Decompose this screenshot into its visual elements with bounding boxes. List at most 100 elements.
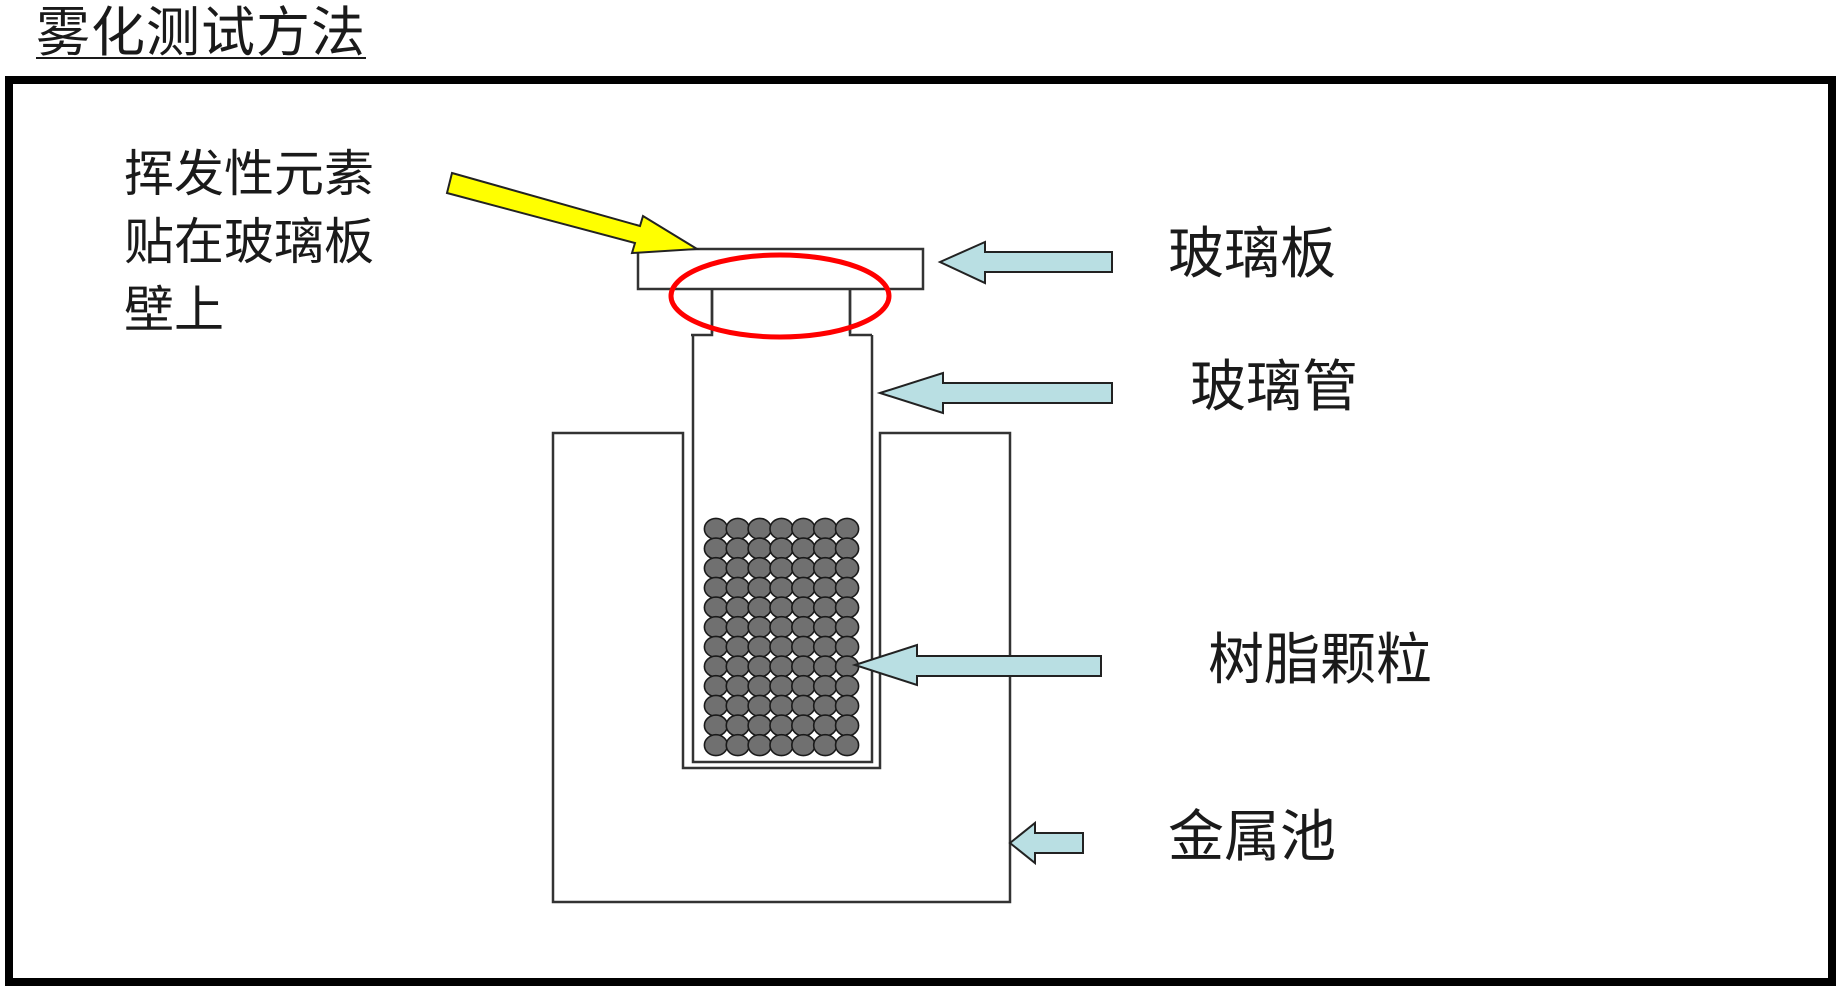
resin-pellet — [791, 556, 816, 580]
resin-pellet — [769, 655, 794, 678]
resin-pellet — [791, 733, 816, 757]
resin-pellets-arrow-icon — [851, 643, 1102, 687]
resin-pellet — [747, 694, 772, 718]
resin-pellet — [725, 576, 751, 600]
note-line-1: 挥发性元素 — [124, 145, 374, 203]
resin-pellet — [747, 635, 772, 659]
resin-pellet — [769, 517, 794, 541]
resin-pellet — [769, 576, 794, 600]
label-glass-tube: 玻璃管 — [1190, 355, 1358, 420]
resin-pellet — [791, 635, 816, 659]
yellow-arrow-icon — [445, 171, 701, 255]
resin-pellet — [747, 733, 772, 757]
resin-pellet — [769, 694, 794, 718]
page-title: 雾化测试方法 — [36, 1, 366, 64]
resin-pellet — [769, 635, 794, 659]
resin-pellet — [791, 596, 816, 619]
resin-pellet — [703, 576, 729, 600]
resin-pellet — [791, 674, 816, 698]
resin-pellet — [769, 596, 794, 619]
resin-pellet — [812, 714, 838, 737]
resin-pellet — [812, 537, 838, 560]
resin-pellet — [747, 714, 772, 737]
resin-pellet — [725, 596, 751, 619]
resin-pellet — [791, 714, 816, 737]
resin-pellet — [834, 635, 860, 659]
resin-pellets — [703, 517, 860, 757]
resin-pellet — [703, 615, 729, 639]
resin-pellet — [812, 596, 838, 619]
resin-pellet — [703, 556, 729, 580]
metal-bath-outline — [551, 431, 1012, 904]
resin-pellet — [812, 694, 838, 718]
resin-pellet — [725, 694, 751, 718]
resin-pellet — [812, 635, 838, 659]
resin-pellet — [747, 596, 772, 619]
resin-pellet — [725, 615, 751, 639]
resin-pellet — [725, 733, 751, 757]
resin-pellet — [725, 674, 751, 698]
resin-pellet — [703, 596, 729, 619]
resin-pellet — [703, 655, 729, 678]
resin-pellet — [812, 674, 838, 698]
resin-pellet — [834, 674, 860, 698]
resin-pellet — [834, 596, 860, 619]
resin-pellet — [747, 576, 772, 600]
resin-pellet — [747, 615, 772, 639]
resin-pellet — [791, 576, 816, 600]
resin-pellet — [769, 733, 794, 757]
resin-pellet — [812, 615, 838, 639]
diagram-frame — [5, 76, 1836, 986]
resin-pellet — [769, 714, 794, 737]
resin-pellet — [834, 517, 860, 541]
label-resin-pellets: 树脂颗粒 — [1208, 628, 1432, 693]
glass-tube-arrow-icon — [876, 371, 1113, 415]
resin-pellet — [834, 537, 860, 560]
resin-pellet — [834, 556, 860, 580]
volatile-note: 挥发性元素 贴在玻璃板 壁上 — [124, 140, 374, 344]
resin-pellet — [703, 517, 729, 541]
resin-pellet — [812, 733, 838, 757]
metal-bath — [551, 431, 1012, 904]
glass-tube-walls — [691, 335, 874, 764]
resin-pellet — [703, 635, 729, 659]
resin-pellet — [747, 655, 772, 678]
resin-pellet — [834, 576, 860, 600]
resin-pellet — [747, 537, 772, 560]
resin-pellet — [703, 674, 729, 698]
resin-pellet — [703, 733, 729, 757]
metal-bath-arrow-icon — [1008, 820, 1084, 866]
resin-pellet — [725, 714, 751, 737]
resin-pellet — [725, 635, 751, 659]
resin-pellet — [834, 714, 860, 737]
resin-pellet — [834, 655, 860, 678]
note-line-2: 贴在玻璃板 — [124, 213, 374, 271]
resin-pellet — [703, 694, 729, 718]
resin-pellet — [769, 615, 794, 639]
resin-pellet — [703, 537, 729, 560]
resin-pellet — [791, 694, 816, 718]
resin-pellet — [791, 537, 816, 560]
resin-pellet — [747, 674, 772, 698]
resin-pellet — [747, 556, 772, 580]
resin-pellet — [834, 694, 860, 718]
resin-pellet — [834, 733, 860, 757]
note-line-3: 壁上 — [124, 281, 224, 339]
resin-pellet — [791, 615, 816, 639]
highlight-ellipse — [668, 252, 892, 340]
glass-plate-arrow-icon — [937, 240, 1113, 285]
resin-pellet — [791, 655, 816, 678]
resin-pellet — [812, 576, 838, 600]
resin-pellet — [725, 537, 751, 560]
resin-pellet — [769, 537, 794, 560]
resin-pellet — [703, 714, 729, 737]
resin-pellet — [769, 674, 794, 698]
resin-pellet — [812, 517, 838, 541]
resin-pellet — [725, 517, 751, 541]
resin-pellet — [812, 655, 838, 678]
resin-pellet — [725, 556, 751, 580]
label-metal-bath: 金属池 — [1168, 805, 1336, 870]
resin-pellet — [791, 517, 816, 541]
resin-pellet — [834, 615, 860, 639]
